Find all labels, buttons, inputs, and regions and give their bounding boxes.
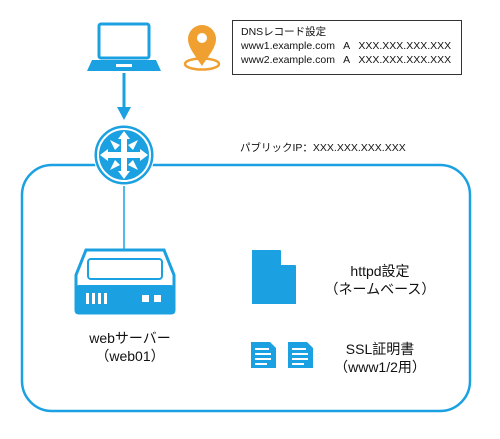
dns-ip: XXX.XXX.XXX.XXX (358, 54, 452, 66)
dns-host: www1.example.com (241, 40, 335, 52)
httpd-title: httpd設定 (350, 263, 410, 279)
dns-record-row: www1.example.com A XXX.XXX.XXX.XXX (241, 39, 461, 53)
connection-arrow (117, 73, 131, 120)
dns-record-box: DNSレコード設定 www1.example.com A XXX.XXX.XXX… (232, 20, 462, 75)
server-icon (74, 248, 176, 315)
dns-record-row: www2.example.com A XXX.XXX.XXX.XXX (241, 53, 461, 67)
httpd-subtitle: （ネームベース） (324, 281, 436, 297)
dns-type: A (343, 40, 350, 52)
certificate-icon (288, 342, 313, 368)
document-icon (252, 249, 297, 304)
dns-ip: XXX.XXX.XXX.XXX (358, 40, 452, 52)
server-label: webサーバー （web01） (45, 329, 215, 365)
ssl-subtitle: （www1/2用） (334, 359, 426, 375)
certificate-icon (251, 342, 276, 368)
laptop-icon (87, 22, 161, 71)
router-icon (93, 124, 155, 186)
public-ip-label: パブリックIP：XXX.XXX.XXX.XXX (240, 142, 406, 154)
ssl-title: SSL証明書 (345, 341, 415, 357)
httpd-label: httpd設定 （ネームベース） (300, 262, 460, 298)
network-boundary (20, 163, 472, 413)
location-pin-icon (183, 25, 221, 71)
dns-host: www2.example.com (241, 54, 335, 66)
ssl-label: SSL証明書 （www1/2用） (300, 340, 460, 376)
dns-title: DNSレコード設定 (241, 26, 327, 38)
dns-type: A (343, 54, 350, 66)
server-host: （web01） (95, 348, 165, 364)
server-name: webサーバー (89, 330, 171, 346)
